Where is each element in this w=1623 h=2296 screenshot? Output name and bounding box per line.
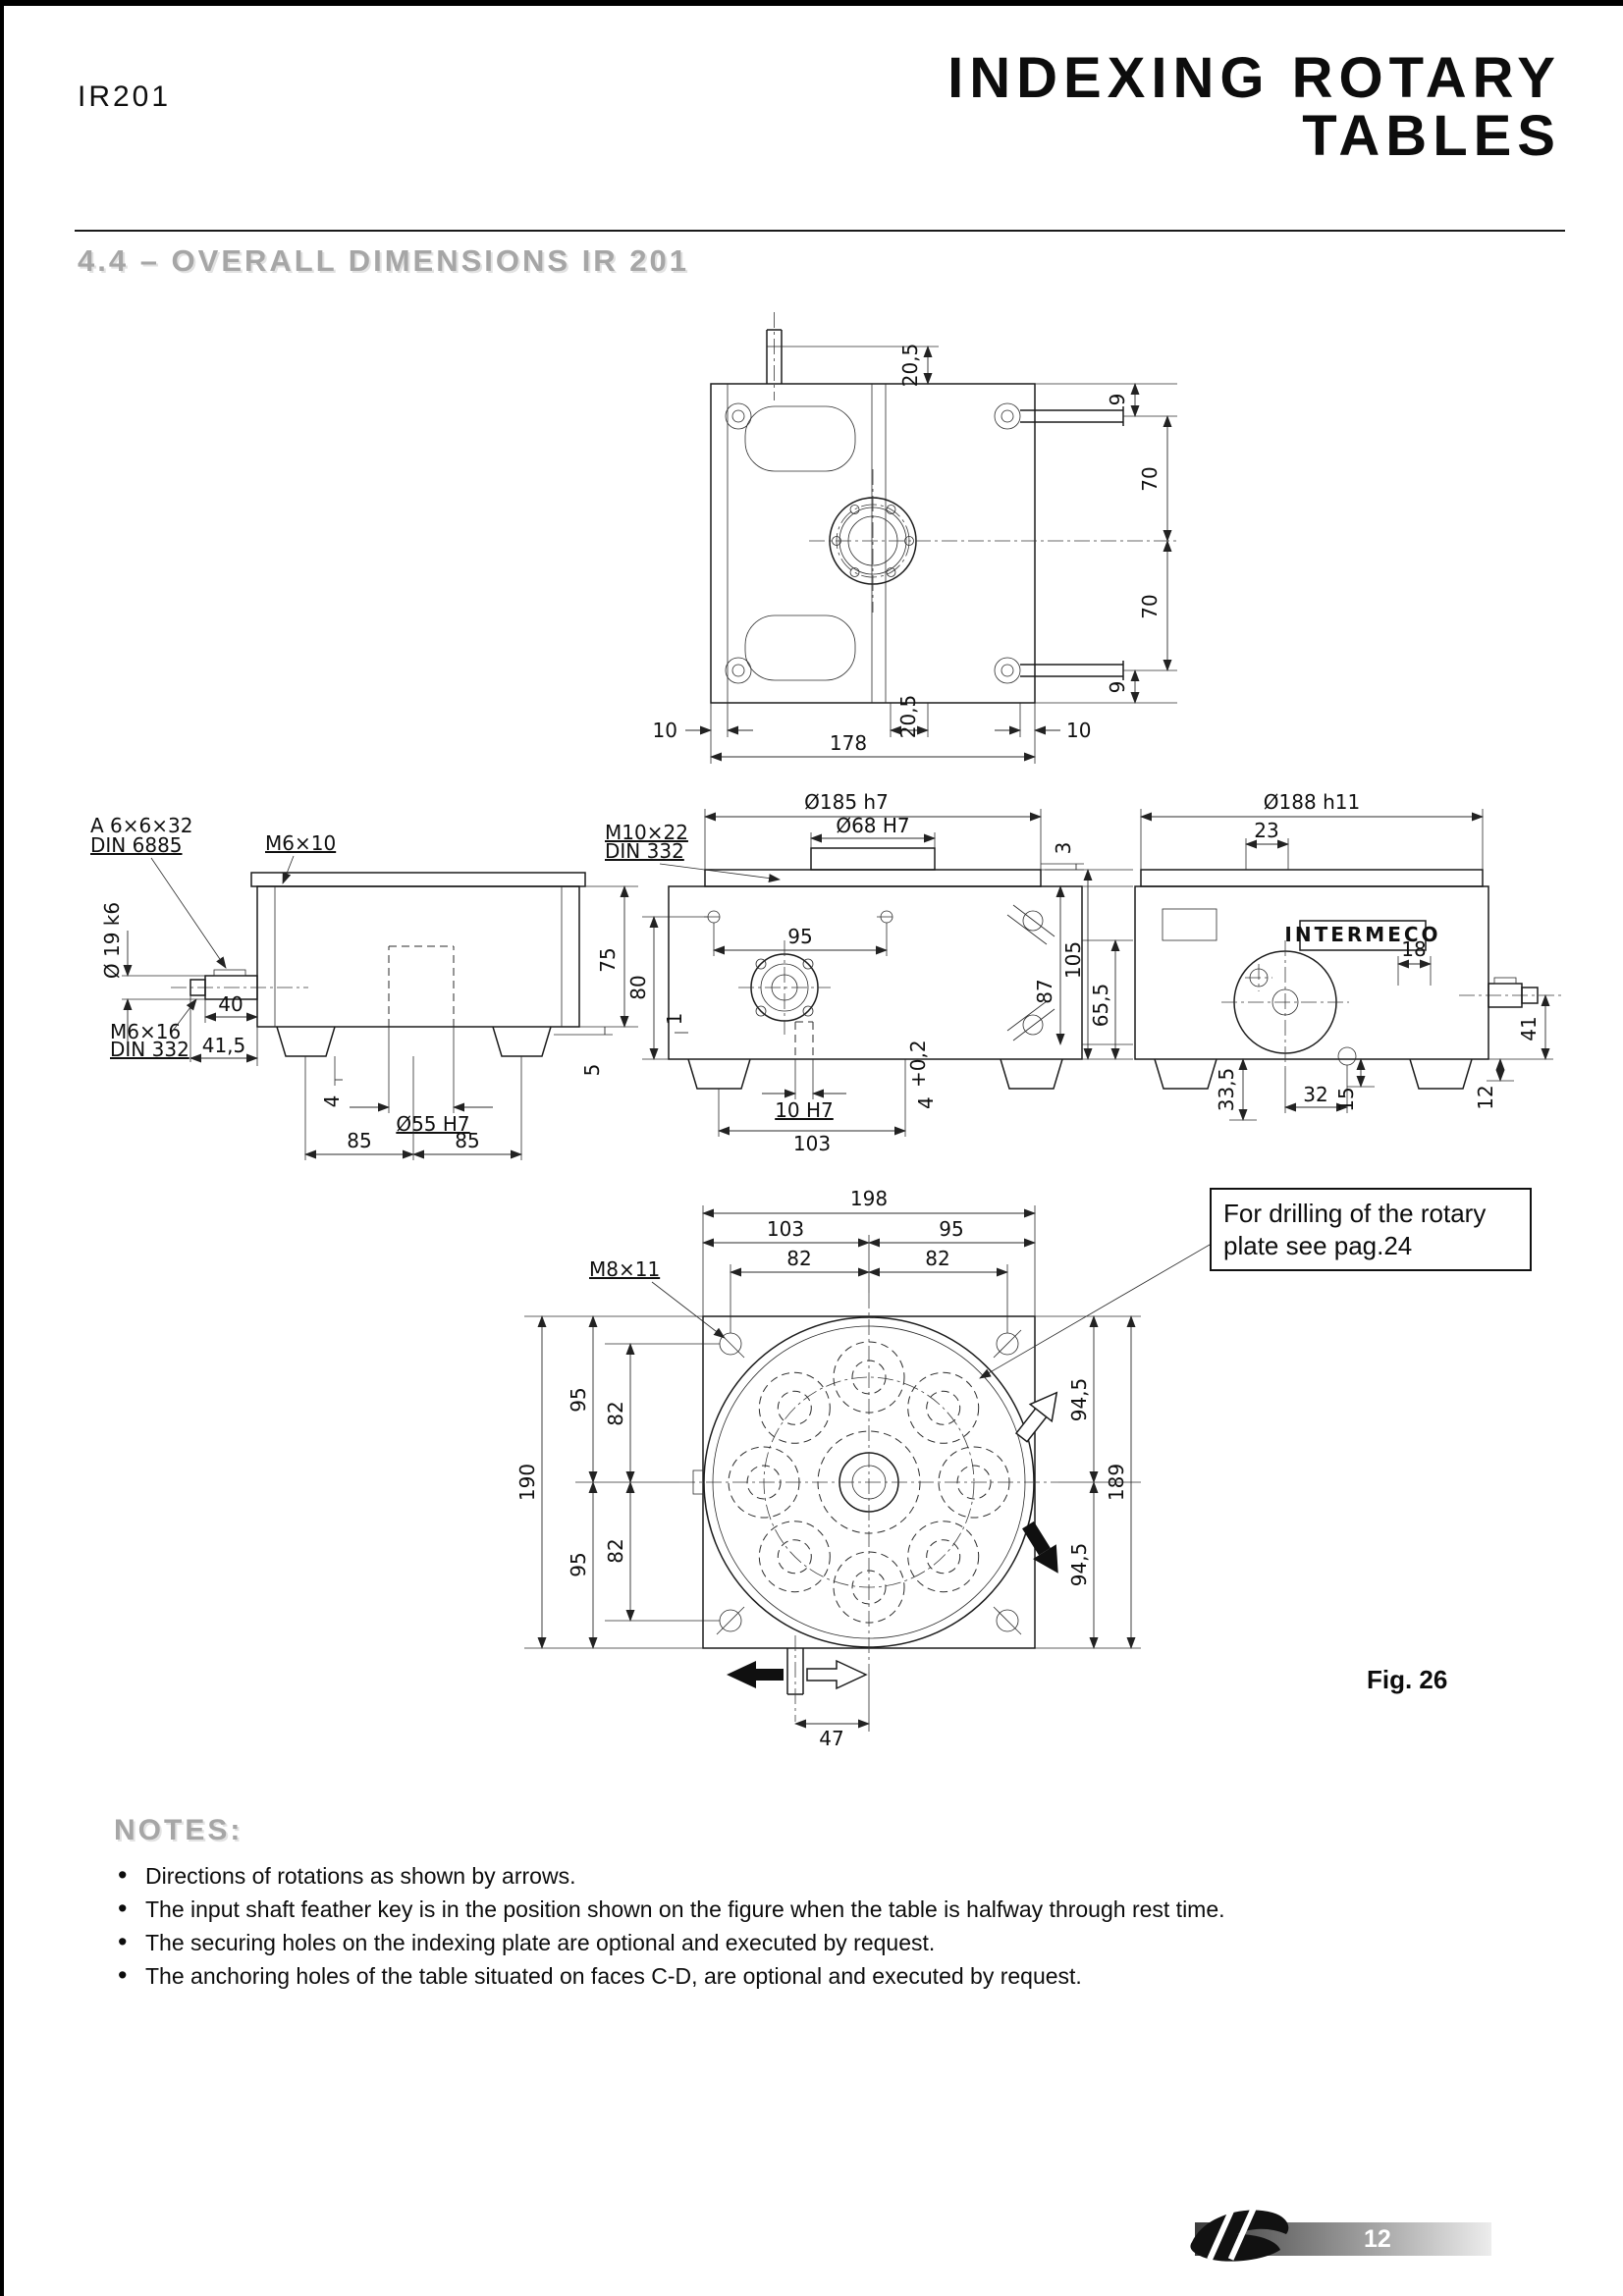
dim-label: 94,5 (1067, 1543, 1091, 1587)
notes-list: Directions of rotations as shown by arro… (114, 1860, 1547, 1991)
note-item: The anchoring holes of the table situate… (114, 1960, 1547, 1991)
dim-label: 9 (1106, 681, 1129, 694)
dim-label: 95 (567, 1552, 590, 1576)
notes-section: NOTES: Directions of rotations as shown … (114, 1814, 1547, 1997)
dim-label: 5 (580, 1064, 604, 1077)
dim-label: 10 (1066, 719, 1091, 742)
dim-label: 75 (596, 947, 620, 972)
rotation-arrow-cw (1022, 1521, 1058, 1574)
dim-label: 82 (604, 1538, 627, 1563)
tapped-hole-label: M6×10 (265, 831, 336, 855)
dim-label: 20,5 (896, 695, 920, 739)
dim-label: 82 (786, 1247, 811, 1270)
note-item: The input shaft feather key is in the po… (114, 1894, 1547, 1924)
document-code: IR201 (78, 80, 172, 113)
feather-key-spec-label: A 6×6×32 (90, 814, 192, 837)
engineering-drawing: 20,5 9 70 70 9 10 178 20,5 (90, 312, 1563, 1750)
brand-swoosh-logo (1190, 2208, 1289, 2262)
dim-label: 20,5 (898, 344, 922, 388)
bottom-view: 47 198 103 95 82 82 M8×11 95 (515, 1187, 1211, 1750)
dim-label: 70 (1138, 594, 1162, 618)
dim-label: 82 (604, 1401, 627, 1425)
side-view-left: A 6×6×32 DIN 6885 M6×10 Ø 19 k6 M6×16 DI… (90, 814, 638, 1160)
dim-label: 198 (850, 1187, 888, 1210)
dim-label: 12 (1474, 1085, 1497, 1109)
spigot-diameter-label: Ø68 H7 (836, 814, 909, 837)
plate-tap-label: M10×22 (605, 821, 688, 844)
input-rotation-arrow-left (727, 1661, 784, 1688)
brand-logo-text: INTERMECO (1284, 923, 1440, 946)
note-item: The securing holes on the indexing plate… (114, 1927, 1547, 1957)
front-view: M10×22 DIN 332 Ø185 (605, 790, 1133, 1155)
dim-label: 85 (455, 1129, 479, 1152)
keyway-label: 10 H7 (775, 1098, 834, 1122)
page-title-line1: INDEXING ROTARY (947, 46, 1561, 110)
dim-label: 33,5 (1215, 1068, 1238, 1112)
dim-label: 4 (320, 1095, 344, 1108)
dim-label: 87 (1033, 979, 1056, 1003)
dim-label: 23 (1254, 819, 1278, 842)
base-diameter-label: Ø188 h11 (1264, 790, 1360, 814)
dim-label: 103 (793, 1132, 831, 1155)
plate-tap-label: M8×11 (589, 1257, 660, 1281)
note-item: Directions of rotations as shown by arro… (114, 1860, 1547, 1891)
page-title: INDEXING ROTARY TABLES (947, 49, 1561, 165)
dim-label: 82 (925, 1247, 949, 1270)
shaft-diameter-label: Ø 19 k6 (100, 902, 124, 979)
dim-label: 85 (347, 1129, 371, 1152)
figure-caption: Fig. 26 (1367, 1665, 1448, 1694)
dim-label: 95 (787, 925, 812, 948)
keyway-depth-label: 4 (914, 1096, 938, 1109)
plate-diameter-label: Ø185 h7 (804, 790, 889, 814)
rotation-arrow-ccw (1014, 1391, 1058, 1443)
dim-label: 189 (1105, 1464, 1128, 1501)
dim-label: 9 (1106, 394, 1129, 406)
notes-heading: NOTES: (114, 1814, 243, 1846)
header-rule (75, 230, 1565, 232)
dim-label: 95 (567, 1387, 590, 1412)
dim-label: 41,5 (202, 1034, 246, 1057)
end-tap-label: M6×16 (110, 1020, 181, 1043)
dim-label: 94,5 (1067, 1378, 1091, 1422)
feather-key-standard-label: DIN 6885 (90, 833, 183, 857)
dim-label: 105 (1061, 941, 1085, 979)
dim-label: 95 (939, 1217, 963, 1241)
dim-label: 190 (515, 1464, 539, 1501)
section-title: 4.4 – OVERALL DIMENSIONS IR 201 (78, 243, 690, 278)
dim-label: 3 (1052, 842, 1075, 855)
bore-diameter-label: Ø55 H7 (396, 1112, 469, 1136)
dim-label: 40 (218, 992, 243, 1016)
dim-label: 80 (626, 975, 650, 999)
dim-label: 10 (653, 719, 677, 742)
dim-label: 103 (767, 1217, 804, 1241)
end-tap-standard-label: DIN 332 (110, 1038, 189, 1061)
dim-label: 178 (830, 731, 867, 755)
input-rotation-arrow-right (806, 1659, 868, 1690)
dim-label: 41 (1517, 1016, 1541, 1041)
note-box-text: For drilling of the rotary plate see pag… (1223, 1199, 1487, 1260)
keyway-tolerance-label: +0,2 (906, 1040, 930, 1088)
page-number: 12 (1364, 2225, 1391, 2253)
page-title-line2: TABLES (1302, 104, 1561, 169)
note-box: For drilling of the rotary plate see pag… (1210, 1188, 1532, 1271)
plate-tap-standard-label: DIN 332 (605, 839, 684, 863)
dim-label: 70 (1138, 466, 1162, 491)
dim-label: 32 (1303, 1083, 1327, 1106)
top-view: 20,5 9 70 70 9 10 178 20,5 (653, 312, 1177, 764)
dim-label: 47 (819, 1727, 843, 1750)
dim-label: 18 (1401, 937, 1426, 961)
dim-label: 65,5 (1089, 984, 1112, 1028)
dim-label: 1 (663, 1013, 686, 1026)
side-view-right: INTERMECO Ø188 h11 23 18 (1134, 790, 1563, 1121)
dim-label: 15 (1334, 1087, 1358, 1111)
